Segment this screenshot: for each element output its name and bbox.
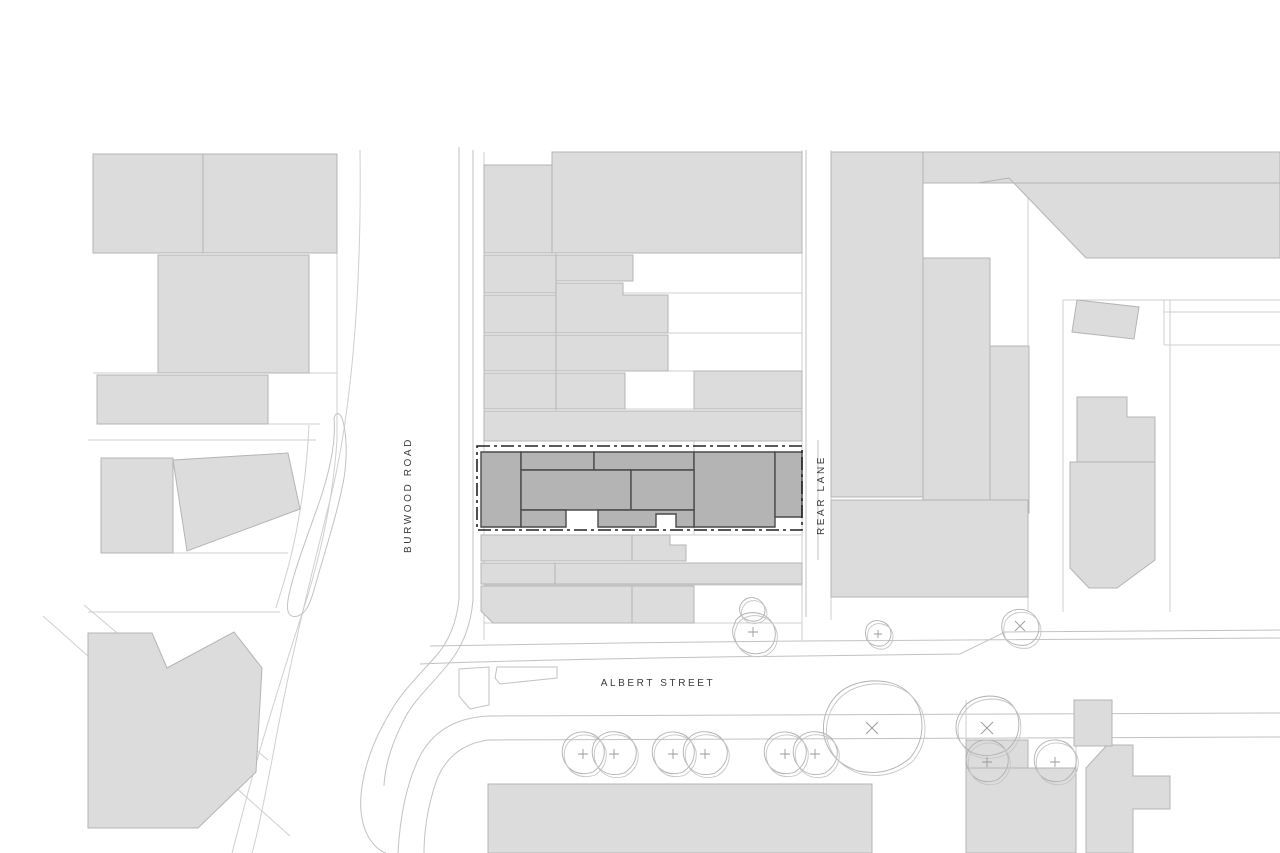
building-footprint: [555, 254, 634, 282]
building-footprint: [923, 177, 1280, 259]
tree-symbol: [1033, 739, 1079, 786]
road-islands: [287, 413, 558, 710]
building-footprint: [172, 452, 301, 552]
street-label-rear-lane: REAR LANE: [816, 455, 827, 535]
building-footprint: [487, 783, 873, 853]
context-buildings-west: [87, 153, 338, 829]
building-footprint: [551, 151, 803, 254]
site-building: [593, 451, 695, 471]
building-footprint: [157, 254, 310, 374]
site-building: [520, 469, 632, 511]
building-footprint: [989, 345, 1030, 514]
building-footprint: [1073, 699, 1113, 747]
building-footprint: [483, 254, 557, 294]
building-footprint: [480, 562, 556, 585]
building-footprint: [555, 334, 669, 372]
building-footprint: [480, 585, 633, 624]
building-footprint: [87, 631, 263, 829]
tree-symbol: [591, 731, 639, 778]
tree-symbol: [792, 731, 840, 778]
building-footprint: [483, 410, 803, 442]
tree-symbol: [822, 680, 926, 776]
tree-symbol: [965, 739, 1011, 786]
building-footprint: [1069, 461, 1156, 589]
street-trees: [561, 597, 1079, 786]
site-building: [774, 451, 803, 518]
building-footprint: [965, 767, 1077, 853]
burwood-road-alignment: [360, 147, 474, 853]
site-building: [480, 451, 522, 528]
context-buildings-south-centre: [480, 534, 803, 624]
building-footprint: [830, 499, 1029, 598]
building-footprint: [202, 153, 338, 254]
building-footprint: [96, 374, 269, 425]
context-buildings-south: [487, 699, 1171, 853]
building-footprint: [1085, 744, 1171, 853]
tree-symbol: [561, 731, 607, 778]
street-label-burwood-road: BURWOOD ROAD: [403, 437, 414, 553]
tree-symbol: [1001, 608, 1042, 649]
building-footprint: [100, 457, 174, 554]
building-footprint: [631, 534, 687, 562]
albert-street-alignment: [397, 629, 1280, 853]
building-footprint: [555, 282, 669, 334]
site-building-footprints: [480, 451, 803, 528]
street-label-albert-street: ALBERT STREET: [601, 678, 716, 689]
building-footprint: [830, 151, 924, 498]
building-footprint: [480, 534, 633, 562]
building-footprint: [693, 370, 803, 410]
rear-lane-alignment: [805, 150, 819, 617]
building-footprint: [555, 372, 626, 410]
tree-symbol: [763, 731, 809, 778]
building-footprint: [1071, 299, 1140, 340]
building-footprint: [483, 294, 557, 334]
tree-symbol: [682, 731, 730, 778]
site-building: [630, 469, 695, 511]
tree-symbol: [732, 612, 778, 658]
site-building: [693, 451, 776, 528]
building-footprint: [483, 164, 553, 254]
building-footprint: [554, 562, 803, 585]
building-footprint: [631, 585, 695, 624]
site-boundary-outline: [476, 445, 803, 531]
tree-symbol: [651, 731, 697, 778]
building-footprint: [922, 151, 1280, 184]
building-footprint: [483, 334, 557, 372]
site-building: [520, 451, 595, 471]
building-footprint: [92, 153, 204, 254]
building-footprint: [922, 257, 991, 514]
context-buildings-east: [830, 151, 1280, 598]
context-buildings-north-centre: [483, 151, 803, 442]
tree-symbol: [955, 695, 1022, 759]
site-building: [597, 509, 695, 528]
tree-symbol: [865, 620, 894, 650]
building-footprint: [483, 372, 557, 410]
site-building: [520, 509, 567, 528]
